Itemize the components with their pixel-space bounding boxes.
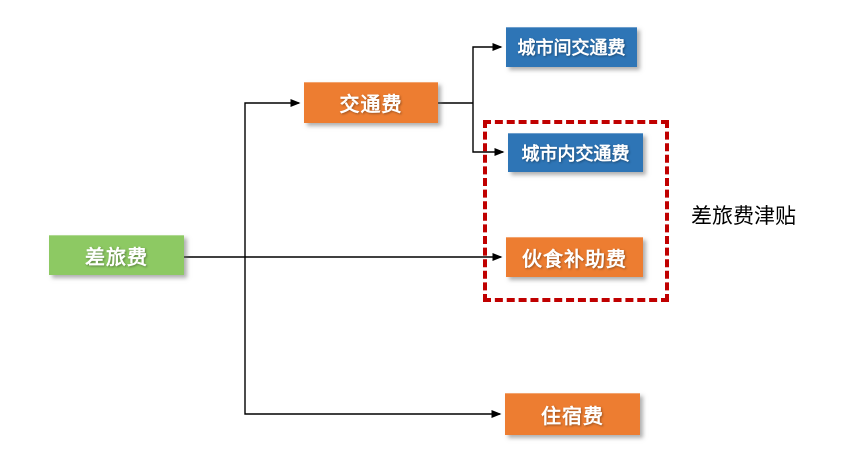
node-intercity-transport-fee: 城市间交通费	[506, 27, 637, 67]
travel-allowance-group-box	[483, 120, 669, 302]
node-transportation-fee: 交通费	[304, 82, 438, 123]
node-intracity-transport-fee: 城市内交通费	[508, 133, 643, 172]
travel-allowance-label: 差旅费津贴	[691, 204, 796, 228]
node-travel-expense: 差旅费	[49, 235, 184, 275]
node-meal-subsidy-fee: 伙食补助费	[506, 237, 643, 277]
node-accommodation-fee: 住宿费	[505, 393, 640, 435]
